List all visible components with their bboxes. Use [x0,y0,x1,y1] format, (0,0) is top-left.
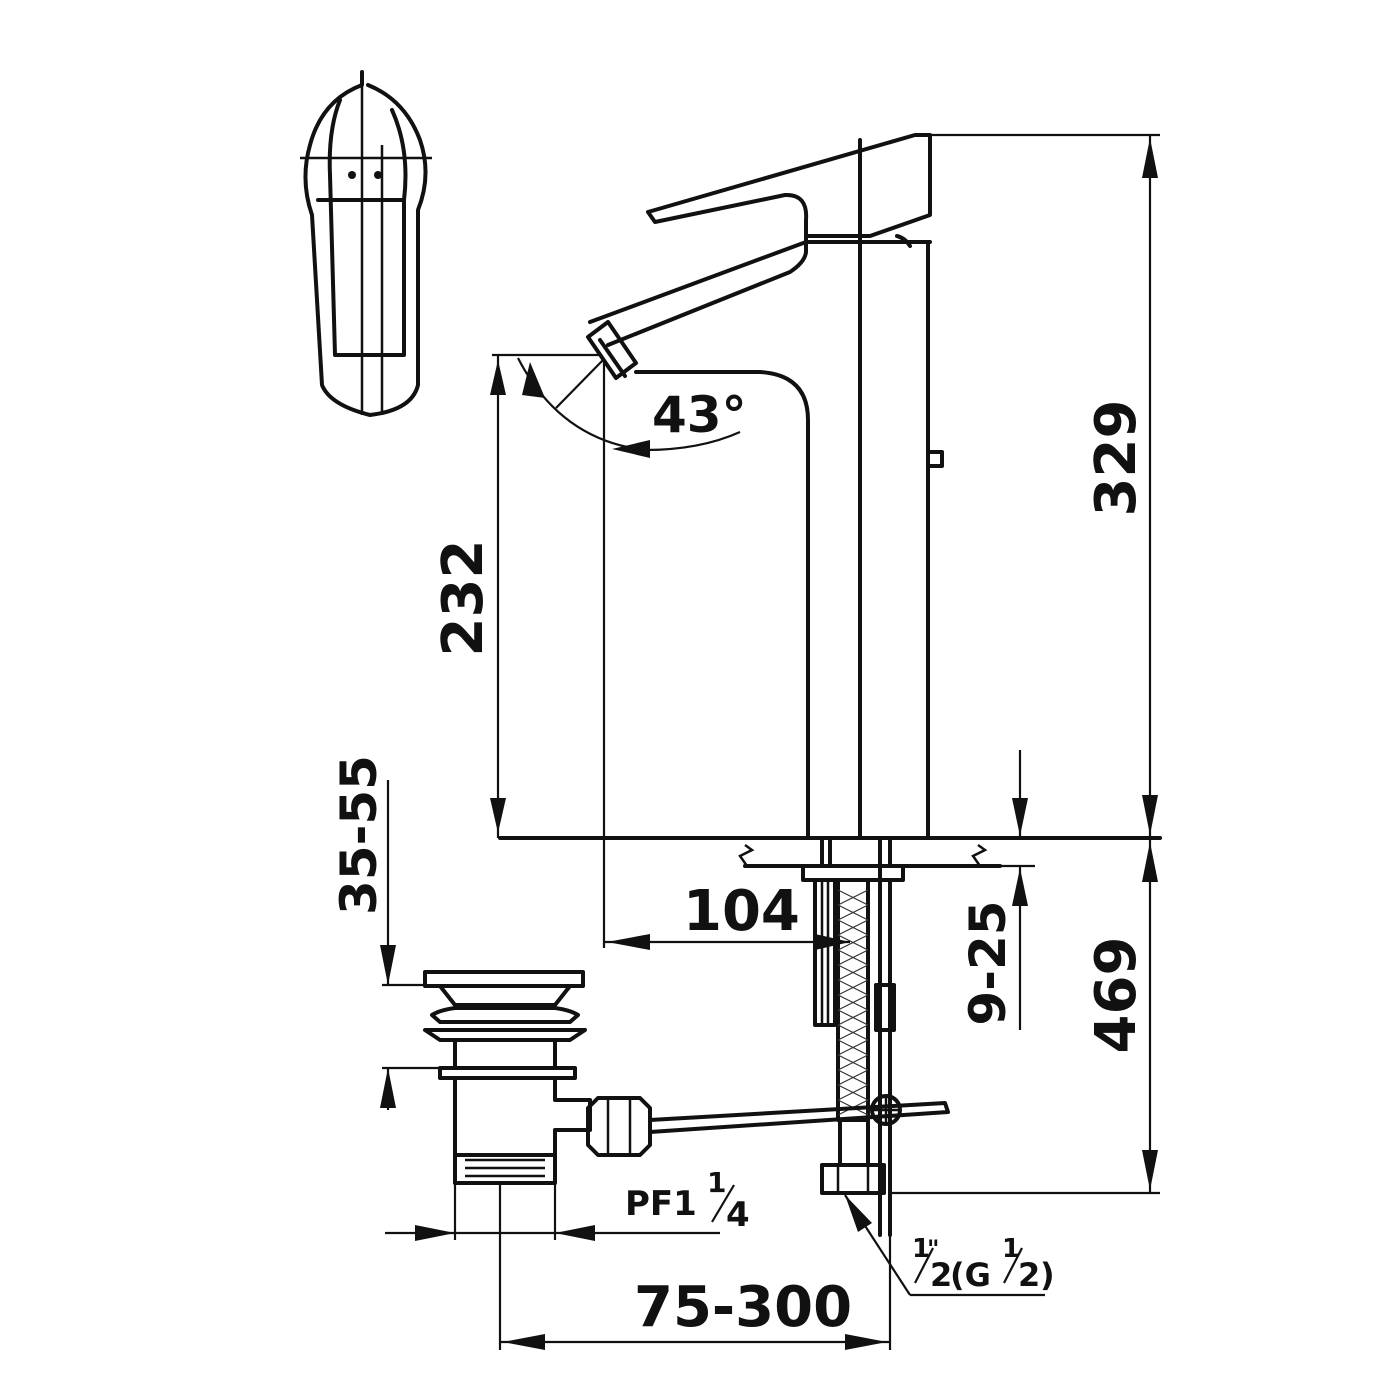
basin-thickness-label: 35-55 [330,755,388,915]
drain-thread-label: PF1 [625,1184,697,1224]
counter-thickness-label: 9-25 [959,900,1017,1025]
hose-length-label: 469 [1084,937,1149,1054]
dimension-lines [380,133,1160,1350]
dimension-labels: 232 329 469 9-25 35-55 43° 104 75-300 PF… [330,386,1149,1340]
connection-frac-num: 1 [912,1234,930,1264]
pop-up-drain [423,970,950,1185]
connection-thread-den: 2 [1018,1256,1040,1294]
spout-reach-label: 104 [683,879,800,944]
drain-thread-frac-num: 1 [707,1166,726,1199]
handle-side-view [300,70,432,417]
connection-thread-num: 1 [1002,1234,1020,1264]
connection-thread-open: (G [950,1256,991,1294]
mounting-assembly [801,836,905,1237]
spacing-label: 75-300 [634,1275,852,1340]
spout-height-label: 232 [431,540,496,657]
angle-label: 43° [652,386,747,444]
connection-frac-den: 2 [930,1256,952,1294]
total-height-label: 329 [1084,400,1149,517]
connection-thread-close: ) [1040,1256,1055,1294]
faucet-body [586,133,944,840]
drain-thread-frac-den: 4 [726,1195,750,1235]
